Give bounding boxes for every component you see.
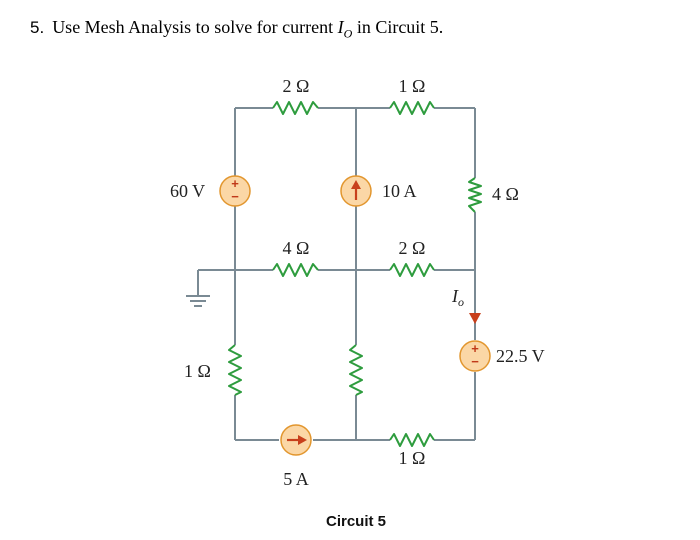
- minus-sign: −: [231, 189, 239, 204]
- resistor-lower-left: [228, 344, 242, 396]
- label-r-right: 4 Ω: [492, 184, 519, 204]
- wires: [197, 107, 476, 441]
- resistor-bottom-right: [389, 433, 435, 447]
- label-r-bottom-right: 1 Ω: [399, 448, 426, 468]
- label-io-sub: o: [458, 295, 464, 309]
- label-r-mid-right: 2 Ω: [399, 238, 426, 258]
- label-io-main: I: [451, 286, 459, 306]
- io-variable: I: [337, 17, 344, 37]
- io-variable-subscript: O: [343, 26, 353, 41]
- resistor-top-right: [389, 101, 435, 115]
- resistor-mid-right: [389, 263, 435, 277]
- label-i-middle: 10 A: [382, 181, 417, 201]
- label-v-right: 22.5 V: [496, 346, 545, 366]
- label-r-lower-left: 1 Ω: [184, 361, 211, 381]
- label-v-left: 60 V: [170, 181, 205, 201]
- label-io: Io: [451, 286, 464, 309]
- plus-sign: +: [231, 176, 239, 191]
- resistor-mid-left: [272, 263, 319, 277]
- label-i-bottom: 5 A: [283, 469, 309, 489]
- current-source-10a-icon: [340, 175, 372, 207]
- question-text: 5. Use Mesh Analysis to solve for current…: [30, 17, 443, 42]
- current-source-5a-icon: [280, 424, 312, 456]
- resistor-right-4ohm: [468, 177, 482, 213]
- resistor-top-left: [272, 101, 319, 115]
- label-r-top-left: 2 Ω: [283, 76, 310, 96]
- resistor-lower-middle: [349, 344, 363, 396]
- io-arrow-icon: [469, 313, 481, 324]
- label-r-top-right: 1 Ω: [399, 76, 426, 96]
- label-r-mid-left: 4 Ω: [283, 238, 310, 258]
- minus-sign: −: [471, 354, 479, 369]
- voltage-source-22v-icon: + −: [459, 340, 491, 372]
- question-text-before: Use Mesh Analysis to solve for current: [52, 17, 338, 37]
- plus-sign: +: [471, 341, 479, 356]
- circuit-caption: Circuit 5: [326, 513, 386, 530]
- voltage-source-60v-icon: + −: [219, 175, 251, 207]
- question-text-after: in Circuit 5.: [352, 17, 444, 37]
- question-number: 5.: [30, 18, 45, 37]
- ground-icon: [186, 295, 210, 307]
